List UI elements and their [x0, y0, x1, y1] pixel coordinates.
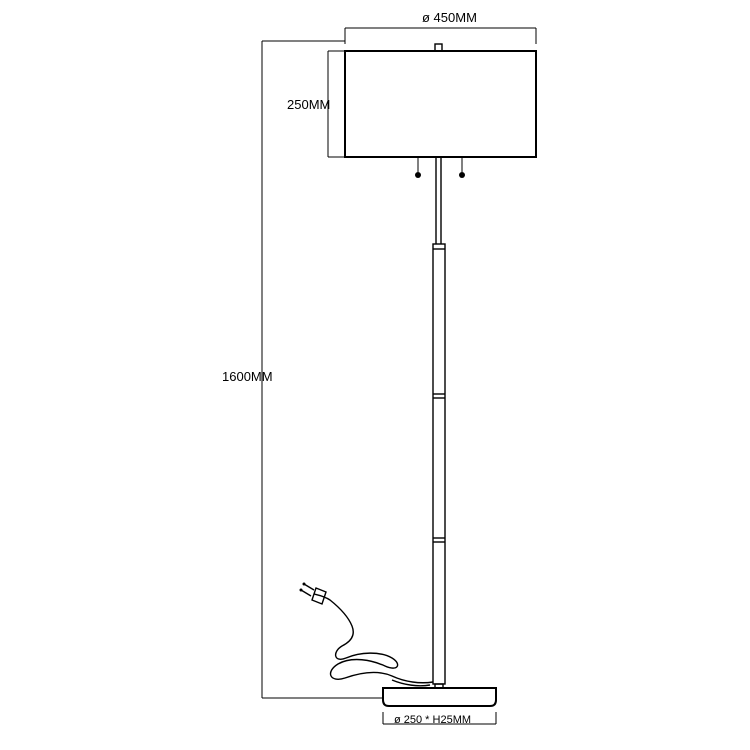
shade-height-label: 250MM — [287, 97, 330, 112]
total-height-dimension: 1600MM — [222, 40, 382, 699]
pull-chain-right — [459, 157, 465, 178]
lamp-base — [382, 687, 497, 707]
total-height-label: 1600MM — [222, 369, 273, 384]
plug-icon — [299, 582, 327, 605]
power-cord — [313, 593, 434, 687]
shade-diameter-dimension: ø 450MM — [344, 10, 537, 44]
lamp-pole — [432, 157, 446, 689]
shade-diameter-label: ø 450MM — [422, 10, 477, 25]
base-dimension-label: ø 250 * H25MM — [394, 714, 471, 726]
pull-chain-left — [415, 157, 421, 178]
lamp-shade — [344, 43, 537, 158]
shade-height-dimension: 250MM — [287, 50, 345, 158]
base-dimension: ø 250 * H25MM — [382, 712, 497, 726]
